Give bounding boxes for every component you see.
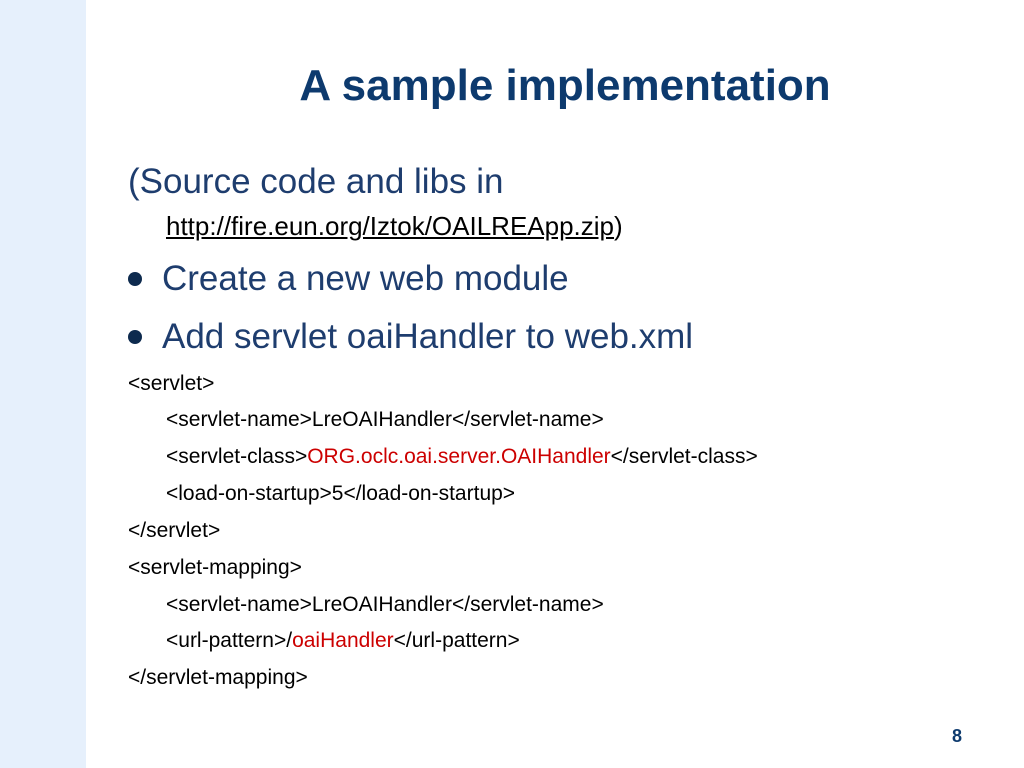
slide-title: A sample implementation xyxy=(299,61,831,110)
source-note: (Source code and libs in xyxy=(128,160,504,204)
code-line: <load-on-startup>5</load-on-startup> xyxy=(166,480,515,508)
source-suffix: ) xyxy=(614,211,623,241)
bullet-icon xyxy=(128,329,142,344)
source-prefix: (Source code and libs in xyxy=(128,162,504,201)
code-line: <url-pattern>/oaiHandler</url-pattern> xyxy=(166,627,520,655)
bullet-icon xyxy=(128,271,142,286)
code-line: <servlet-name>LreOAIHandler</servlet-nam… xyxy=(166,406,604,434)
code-text: <servlet> xyxy=(128,372,215,395)
code-text: <load-on-startup>5</load-on-startup> xyxy=(166,482,516,505)
code-line: </servlet> xyxy=(128,517,220,545)
page-number: 8 xyxy=(951,726,962,746)
code-text: </url-pattern> xyxy=(393,629,520,652)
code-text: <url-pattern>/ xyxy=(166,629,293,652)
code-highlight: oaiHandler xyxy=(292,629,394,652)
code-line: <servlet> xyxy=(128,370,214,398)
code-text: <servlet-mapping> xyxy=(128,556,302,579)
bullet-text: Create a new web module xyxy=(162,259,569,298)
code-text: </servlet> xyxy=(128,519,221,542)
source-link-line: http://fire.eun.org/Iztok/OAILREApp.zip) xyxy=(166,209,623,243)
code-highlight: ORG.oclc.oai.server.OAIHandler xyxy=(307,445,611,468)
source-link[interactable]: http://fire.eun.org/Iztok/OAILREApp.zip xyxy=(166,211,615,241)
code-line: </servlet-mapping> xyxy=(128,664,308,692)
code-text: <servlet-name>LreOAIHandler</servlet-nam… xyxy=(166,593,604,616)
side-band xyxy=(0,0,86,768)
bullet-item: Create a new web module xyxy=(128,257,569,301)
code-line: <servlet-class>ORG.oclc.oai.server.OAIHa… xyxy=(166,443,758,471)
bullet-text: Add servlet oaiHandler to web.xml xyxy=(162,317,694,356)
code-line: <servlet-mapping> xyxy=(128,554,302,582)
code-text: </servlet-mapping> xyxy=(128,666,308,689)
code-text: </servlet-class> xyxy=(610,445,758,468)
code-line: <servlet-name>LreOAIHandler</servlet-nam… xyxy=(166,591,604,619)
code-text: <servlet-name>LreOAIHandler</servlet-nam… xyxy=(166,408,604,431)
bullet-item: Add servlet oaiHandler to web.xml xyxy=(128,315,693,359)
code-text: <servlet-class> xyxy=(166,445,308,468)
